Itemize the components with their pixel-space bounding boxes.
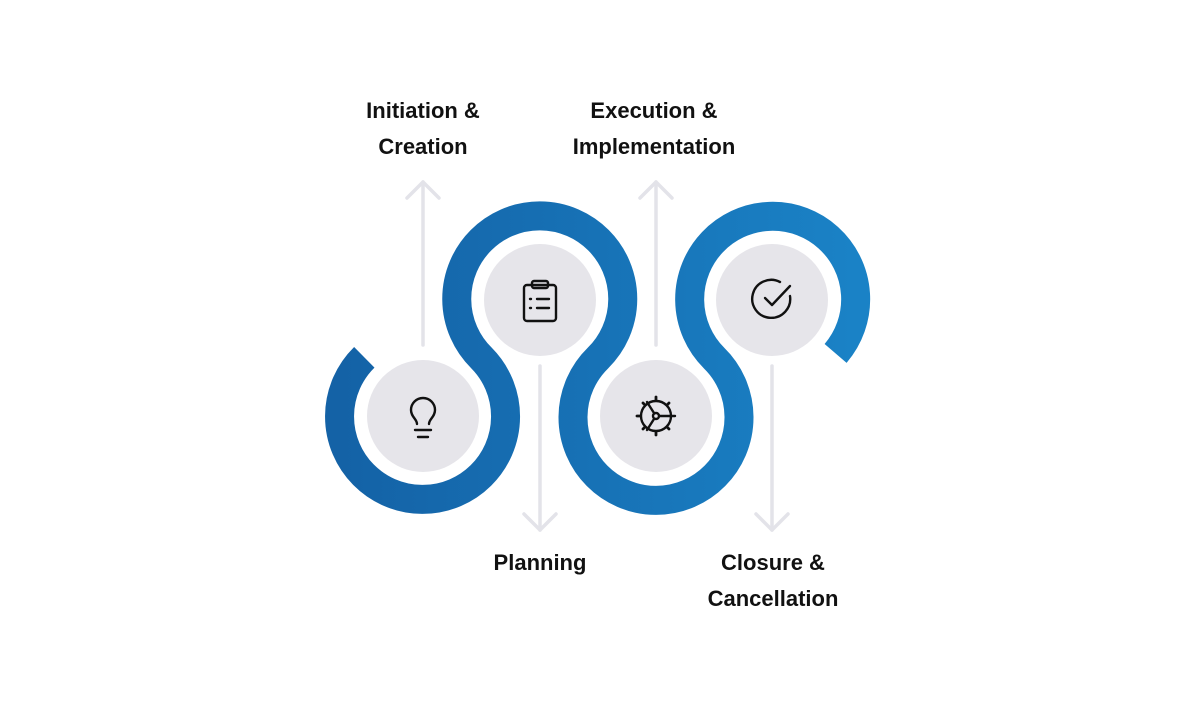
arrow-down-closure xyxy=(754,364,790,532)
stage-circle-initiation xyxy=(367,360,479,472)
clipboard-icon xyxy=(522,279,558,323)
label-line: Planning xyxy=(493,550,587,575)
stage-circle-closure xyxy=(716,244,828,356)
label-line: Closure & xyxy=(721,550,825,575)
gear-icon xyxy=(635,395,677,437)
label-line: Implementation xyxy=(572,134,736,159)
label-line: Creation xyxy=(378,134,468,159)
label-line: Initiation & xyxy=(366,98,480,123)
stage-label-execution: Execution & Implementation xyxy=(524,93,784,165)
lightbulb-icon xyxy=(409,396,437,439)
stage-label-planning: Planning xyxy=(410,545,670,581)
snake-path xyxy=(325,201,871,515)
arrow-up-initiation xyxy=(405,180,441,347)
stage-label-closure: Closure & Cancellation xyxy=(643,545,903,617)
stage-circle-execution xyxy=(600,360,712,472)
label-line: Cancellation xyxy=(707,586,839,611)
arrow-down-planning xyxy=(522,364,558,532)
stage-label-initiation: Initiation & Creation xyxy=(293,93,553,165)
check-circle-icon xyxy=(751,278,792,320)
label-line: Execution & xyxy=(590,98,718,123)
arrow-up-execution xyxy=(638,180,674,347)
